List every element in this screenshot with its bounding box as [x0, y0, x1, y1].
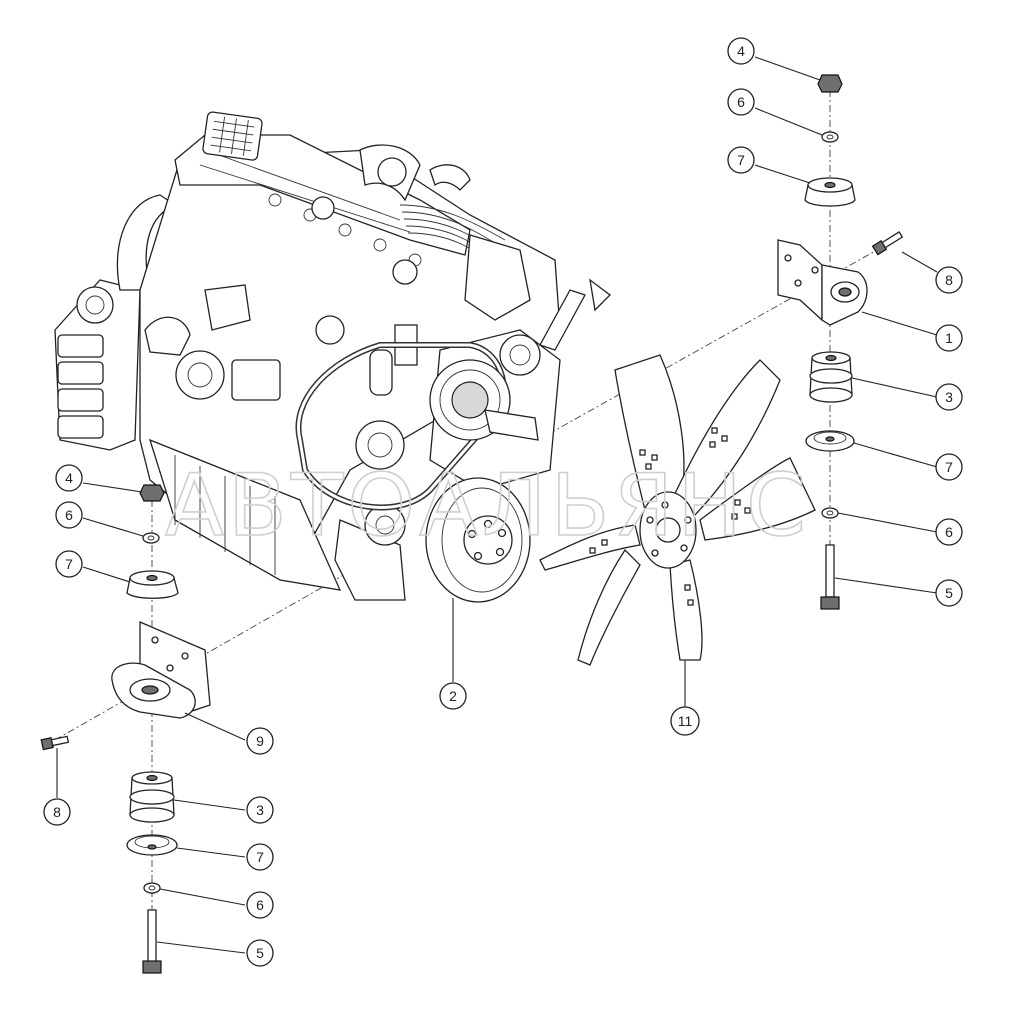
cooling-fan	[539, 354, 816, 666]
callout-5: 5	[935, 579, 963, 607]
callout-6: 6	[246, 891, 274, 919]
callouts: 4 6 7 8 1 3 7 6	[43, 37, 963, 967]
svg-text:4: 4	[737, 43, 745, 59]
svg-text:6: 6	[65, 507, 73, 523]
callout-9: 9	[246, 727, 274, 755]
callout-4: 4	[55, 464, 83, 492]
svg-text:3: 3	[945, 389, 953, 405]
callout-7: 7	[246, 843, 274, 871]
callout-8: 8	[43, 798, 71, 826]
svg-text:9: 9	[256, 733, 264, 749]
svg-text:6: 6	[945, 524, 953, 540]
callout-3: 3	[935, 383, 963, 411]
left-mount-stack	[40, 484, 211, 974]
svg-text:8: 8	[53, 804, 61, 820]
svg-text:5: 5	[256, 945, 264, 961]
svg-text:2: 2	[449, 688, 457, 704]
svg-text:6: 6	[737, 94, 745, 110]
leader-lines	[56, 56, 938, 954]
callout-5: 5	[246, 939, 274, 967]
callout-11: 11	[670, 706, 700, 736]
callout-6: 6	[55, 501, 83, 529]
callout-2: 2	[439, 682, 467, 710]
callout-1: 1	[935, 324, 963, 352]
svg-text:1: 1	[945, 330, 953, 346]
callout-6: 6	[935, 518, 963, 546]
callout-8: 8	[935, 266, 963, 294]
callout-3: 3	[246, 796, 274, 824]
callout-7: 7	[935, 453, 963, 481]
svg-text:8: 8	[945, 272, 953, 288]
callout-4: 4	[727, 37, 755, 65]
svg-text:5: 5	[945, 585, 953, 601]
engine-block	[54, 111, 611, 601]
callout-6: 6	[727, 88, 755, 116]
svg-text:7: 7	[65, 556, 73, 572]
fan-pulley	[425, 477, 531, 603]
svg-text:11: 11	[678, 713, 693, 729]
svg-text:6: 6	[256, 897, 264, 913]
right-mount-stack	[777, 74, 904, 610]
svg-text:7: 7	[945, 459, 953, 475]
callout-7: 7	[727, 146, 755, 174]
watermark-text: АВТОАЛЬЯНС	[165, 456, 810, 556]
svg-text:4: 4	[65, 470, 73, 486]
svg-text:7: 7	[256, 849, 264, 865]
svg-text:3: 3	[256, 802, 264, 818]
svg-text:7: 7	[737, 152, 745, 168]
callout-7: 7	[55, 550, 83, 578]
